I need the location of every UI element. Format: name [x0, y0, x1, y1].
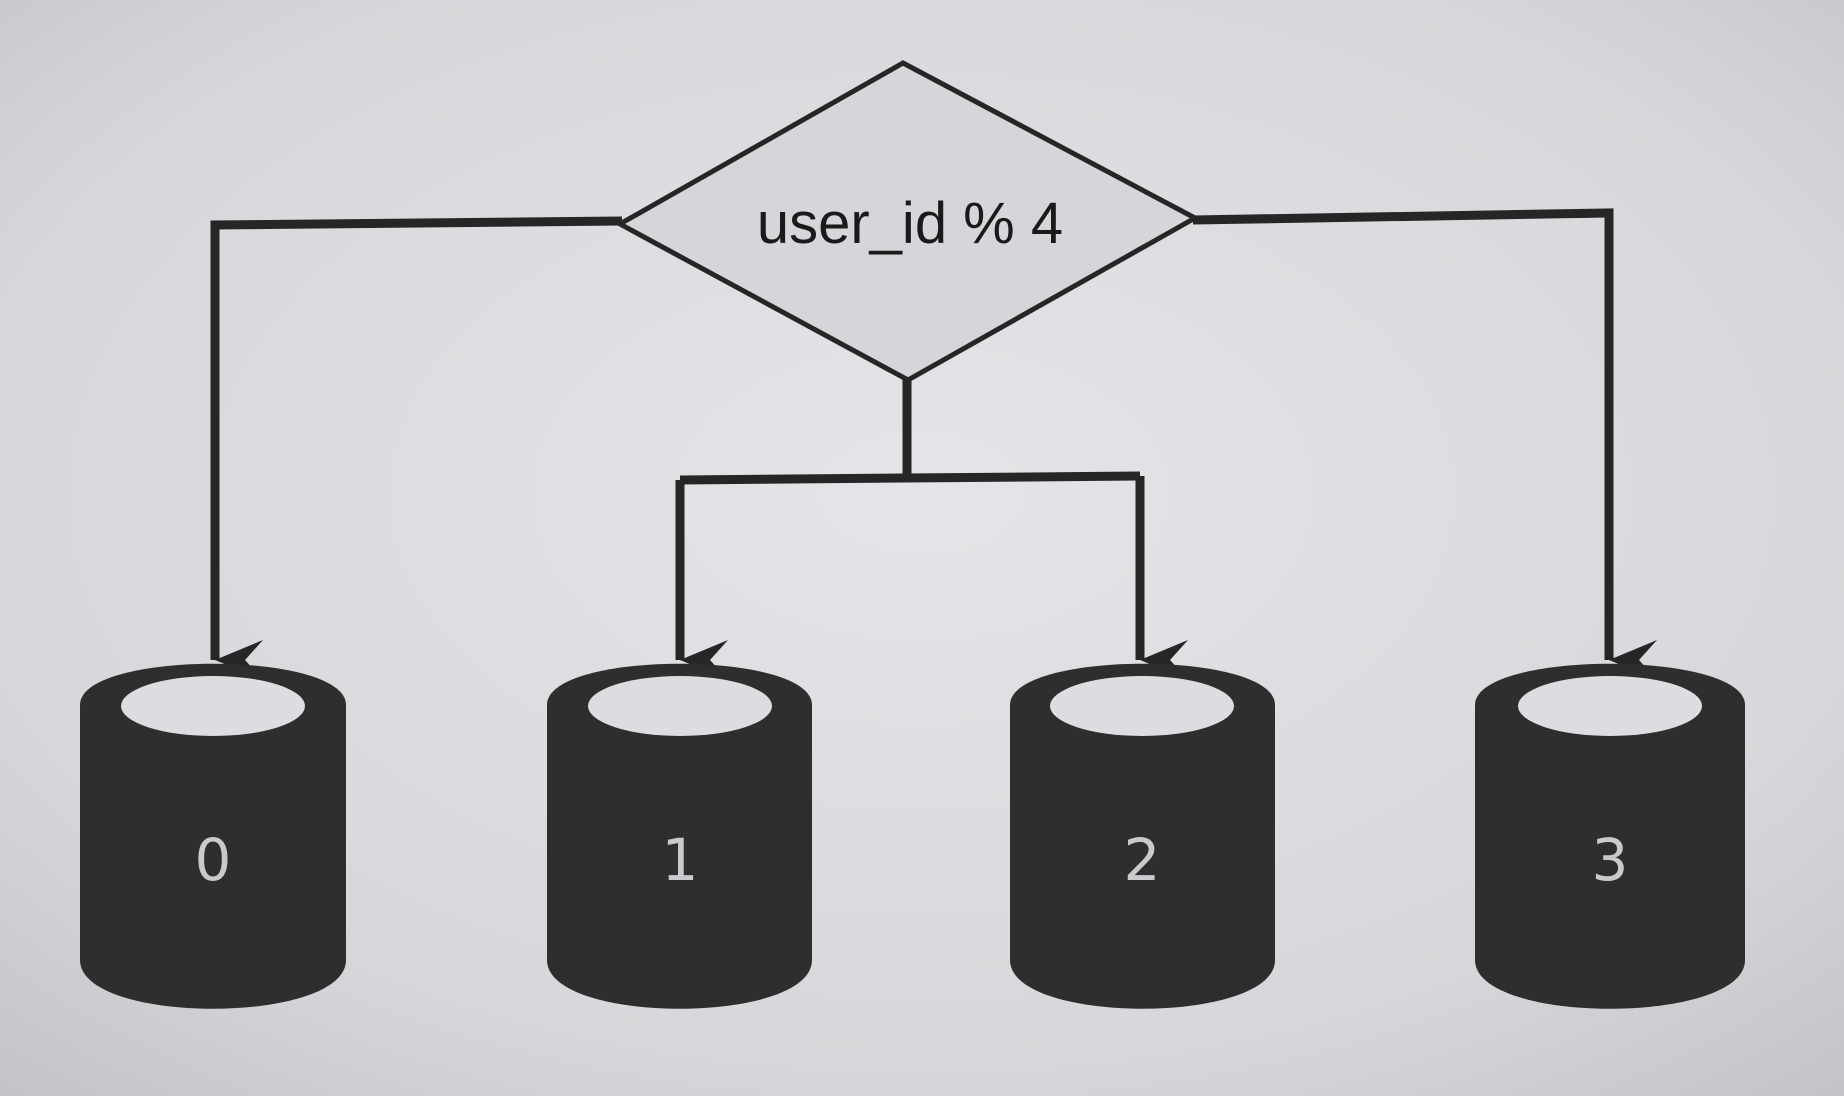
- database-top: [1050, 676, 1234, 736]
- decision-diamond: [614, 60, 1201, 383]
- split-line: [679, 471, 1141, 485]
- shard-label: 1: [662, 826, 699, 894]
- shard-1: 1: [547, 663, 812, 1009]
- database-icon: [80, 663, 346, 1009]
- database-icon: [1475, 663, 1745, 1009]
- decision-node: user_id % 4: [614, 60, 1201, 383]
- shard-0: 0: [80, 663, 346, 1009]
- shard-label: 3: [1592, 826, 1629, 894]
- database-top: [1518, 676, 1702, 736]
- arrow-to-shard-0: [210, 216, 623, 680]
- shard-label: 2: [1124, 826, 1161, 894]
- shard-3: 3: [1475, 663, 1745, 1009]
- connectors: [210, 208, 1657, 680]
- shard-label: 0: [195, 826, 232, 894]
- database-icon: [547, 663, 812, 1009]
- database-top: [121, 676, 305, 736]
- shard-2: 2: [1010, 663, 1275, 1009]
- arrow-to-shard-3: [1192, 208, 1657, 680]
- decision-label: user_id % 4: [757, 191, 1063, 256]
- database-top: [588, 676, 772, 736]
- database-icon: [1010, 663, 1275, 1009]
